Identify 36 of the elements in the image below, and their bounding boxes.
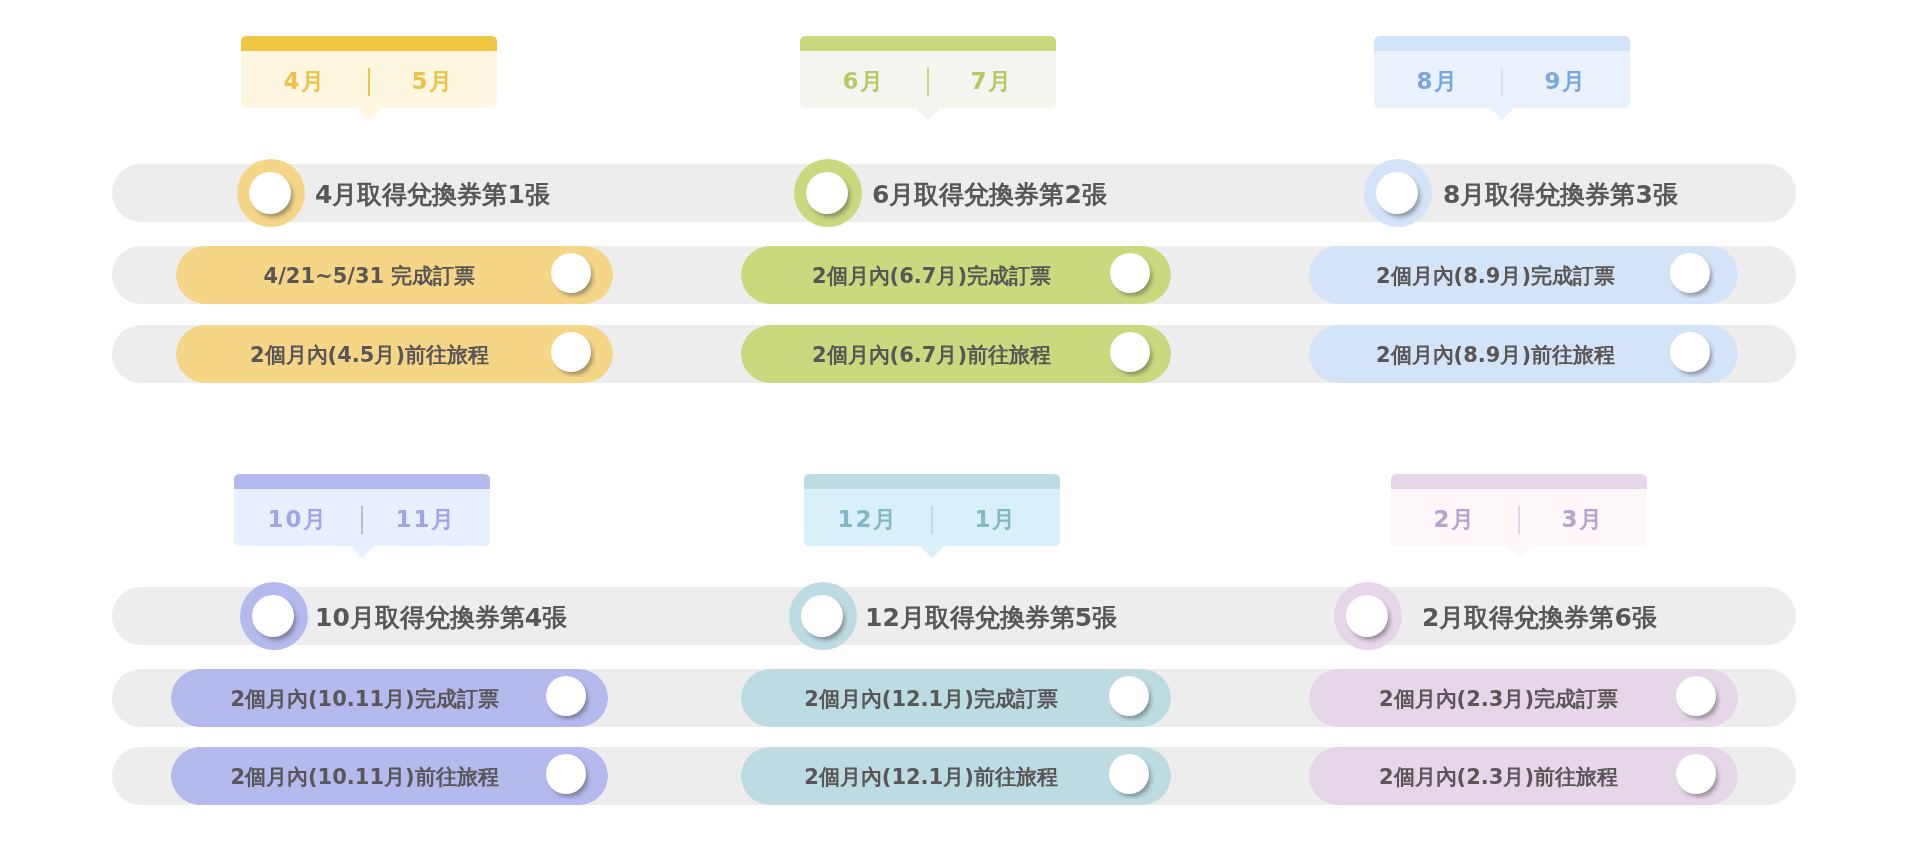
month-label: 11月 xyxy=(395,505,457,532)
month-label: 4月 xyxy=(283,67,327,94)
step-text: 2個月內(2.3月)前往旅程 xyxy=(1379,764,1618,790)
step-text: 2個月內(10.11月)完成訂票 xyxy=(230,686,499,712)
step-text: 4/21~5/31 完成訂票 xyxy=(263,263,476,289)
month-callout xyxy=(804,474,1060,558)
month-callout xyxy=(241,36,497,120)
month-label: 3月 xyxy=(1561,505,1605,532)
milestone-text: 2月取得兌換券第6張 xyxy=(1422,603,1657,633)
milestone-text: 12月取得兌換券第5張 xyxy=(865,603,1118,633)
milestone-text: 6月取得兌換券第2張 xyxy=(872,180,1107,210)
month-callout xyxy=(1374,36,1630,120)
step-text: 2個月內(12.1月)完成訂票 xyxy=(804,686,1058,712)
step-text: 2個月內(10.11月)前往旅程 xyxy=(230,764,499,790)
step-text: 2個月內(4.5月)前往旅程 xyxy=(250,342,489,368)
month-label: 10月 xyxy=(267,505,329,532)
month-callout xyxy=(234,474,490,558)
step-text: 2個月內(6.7月)完成訂票 xyxy=(812,263,1051,289)
milestone-text: 8月取得兌換券第3張 xyxy=(1443,180,1678,210)
milestone-text: 4月取得兌換券第1張 xyxy=(315,180,550,210)
month-callout xyxy=(800,36,1056,120)
step-text: 2個月內(8.9月)完成訂票 xyxy=(1376,263,1615,289)
month-label: 9月 xyxy=(1544,67,1588,94)
month-label: 8月 xyxy=(1416,67,1460,94)
step-text: 2個月內(12.1月)前往旅程 xyxy=(804,764,1058,790)
month-label: 5月 xyxy=(411,67,455,94)
month-label: 7月 xyxy=(970,67,1014,94)
month-label: 12月 xyxy=(837,505,899,532)
milestone-text: 10月取得兌換券第4張 xyxy=(315,603,568,633)
month-callout xyxy=(1391,474,1647,558)
month-label: 6月 xyxy=(842,67,886,94)
month-label: 1月 xyxy=(974,505,1018,532)
step-text: 2個月內(8.9月)前往旅程 xyxy=(1376,342,1615,368)
step-text: 2個月內(6.7月)前往旅程 xyxy=(812,342,1051,368)
step-text: 2個月內(2.3月)完成訂票 xyxy=(1379,686,1618,712)
month-label: 2月 xyxy=(1433,505,1477,532)
